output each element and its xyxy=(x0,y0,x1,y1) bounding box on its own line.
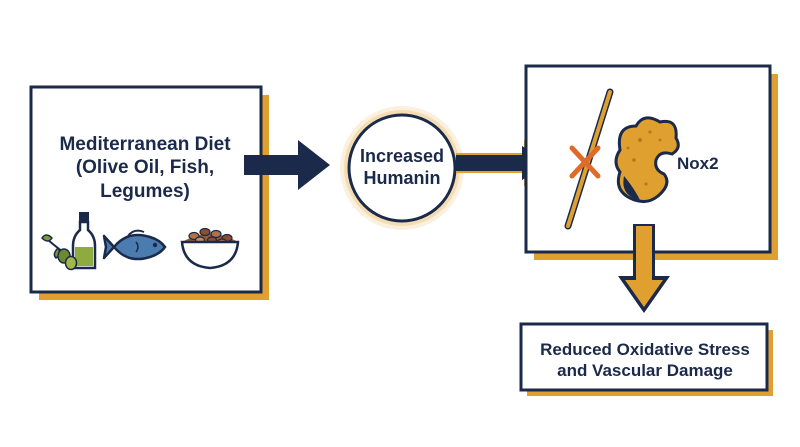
arrow-diet-to-humanin xyxy=(244,140,330,190)
outcome-label-line-2: and Vascular Damage xyxy=(557,361,733,380)
humanin-label: Increased Humanin xyxy=(345,138,459,198)
olive-oil-bottle-icon xyxy=(71,212,97,270)
humanin-circle xyxy=(347,113,457,223)
arrow-nox2-to-outcome xyxy=(618,224,670,313)
outcome-box xyxy=(519,322,769,392)
humanin-label-line-1: Increased xyxy=(359,146,445,167)
outcome-label-line-1: Reduced Oxidative Stress xyxy=(540,340,750,360)
diet-label-line-3: Legumes) xyxy=(100,180,190,202)
humanin-label-line-2: Humanin xyxy=(363,168,441,188)
outcome-node xyxy=(519,322,773,396)
diet-label-line-1: Mediterranean Diet xyxy=(59,134,231,156)
humanin-node xyxy=(340,106,464,230)
nox2-node xyxy=(524,64,778,260)
diet-label: Mediterranean Diet (Olive Oil, Fish, Leg… xyxy=(40,128,250,208)
outcome-label: Reduced Oxidative Stress and Vascular Da… xyxy=(522,331,768,391)
diet-label-line-2: (Olive Oil, Fish, xyxy=(75,157,215,179)
legumes-bowl-icon xyxy=(180,227,240,270)
fish-icon xyxy=(102,229,167,261)
olives-icon xyxy=(41,234,78,271)
inhibition-x-icon xyxy=(569,145,601,179)
nox2-label: Nox2 xyxy=(677,153,719,173)
nox2-enzyme-icon xyxy=(614,116,680,203)
diet-node xyxy=(29,85,269,300)
